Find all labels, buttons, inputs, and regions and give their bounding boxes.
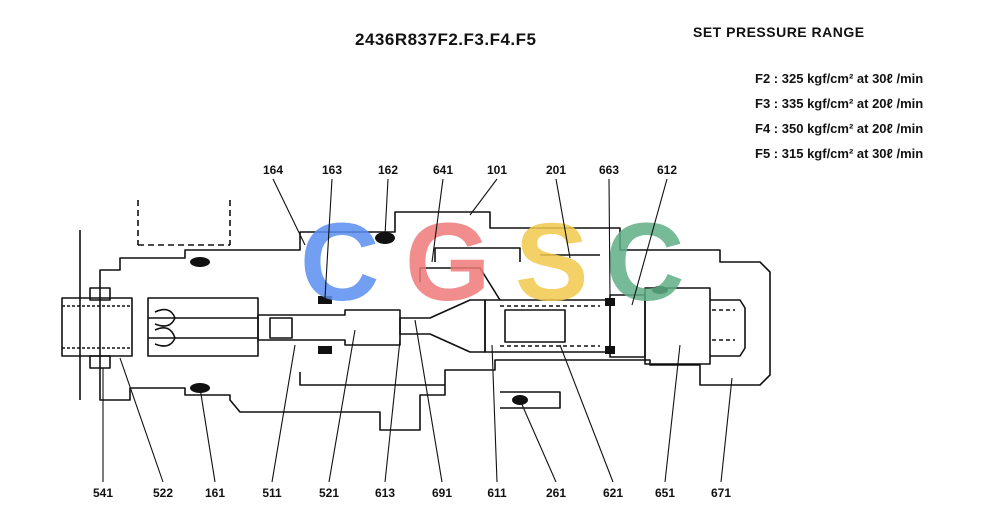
spring-coil: [154, 308, 176, 327]
spec-value: 325 kgf/cm² at 30ℓ /min: [781, 71, 924, 86]
plug-tab: [89, 355, 111, 369]
leader-line: [555, 178, 571, 259]
part-label-522: 522: [152, 486, 174, 500]
part-label-101: 101: [486, 163, 508, 177]
spec-row: F4 : 350 kgf/cm² at 20ℓ /min: [755, 116, 923, 141]
part-label-691: 691: [431, 486, 453, 500]
o-ring: [605, 346, 615, 354]
lower-passage: [500, 391, 561, 409]
spec-sep: :: [773, 71, 779, 86]
leader-line: [328, 329, 356, 483]
part-label-612: 612: [656, 163, 678, 177]
part-label-521: 521: [318, 486, 340, 500]
spec-sep: :: [773, 96, 779, 111]
leader-line: [720, 377, 733, 483]
watermark-letter: C: [300, 201, 379, 324]
o-ring: [318, 346, 332, 354]
leader-line: [631, 178, 668, 306]
spec-row: F3 : 335 kgf/cm² at 20ℓ /min: [755, 91, 923, 116]
spec-sep: :: [773, 146, 779, 161]
spec-value: 350 kgf/cm² at 20ℓ /min: [781, 121, 924, 136]
upper-passage: [419, 267, 501, 301]
upper-passage: [434, 247, 521, 262]
spec-code: F2: [755, 71, 771, 86]
leader-line: [431, 178, 444, 263]
part-label-641: 641: [432, 163, 454, 177]
spec-code: F5: [755, 146, 771, 161]
watermark-letter: S: [515, 201, 588, 324]
part-label-163: 163: [321, 163, 343, 177]
part-label-164: 164: [262, 163, 284, 177]
part-label-611: 611: [487, 486, 507, 500]
watermark-letter: G: [405, 201, 491, 324]
part-label-663: 663: [598, 163, 620, 177]
o-ring: [605, 298, 615, 306]
part-label-613: 613: [374, 486, 396, 500]
part-label-161: 161: [204, 486, 226, 500]
leader-line: [384, 178, 389, 236]
leader-line: [414, 319, 443, 483]
spec-row: F5 : 315 kgf/cm² at 30ℓ /min: [755, 141, 923, 166]
watermark-letter: C: [605, 201, 684, 324]
leader-line: [491, 344, 498, 483]
plug-tab: [89, 287, 111, 301]
leader-line: [119, 357, 164, 483]
spec-value: 315 kgf/cm² at 30ℓ /min: [781, 146, 924, 161]
spec-sep: :: [773, 121, 779, 136]
leader-line: [271, 344, 296, 483]
valve-body-outline: [99, 211, 771, 431]
cap-nut: [710, 299, 746, 357]
part-label-621: 621: [602, 486, 624, 500]
piston-block: [147, 297, 259, 357]
leader-line: [608, 178, 611, 299]
o-ring: [652, 286, 668, 294]
leader-line: [664, 344, 681, 483]
leader-line: [272, 178, 306, 246]
spec-code: F4: [755, 121, 771, 136]
part-label-651: 651: [654, 486, 676, 500]
part-label-201: 201: [545, 163, 567, 177]
leader-line: [469, 178, 498, 216]
spring-guide: [504, 309, 566, 343]
o-ring: [190, 257, 210, 267]
spec-row: F2 : 325 kgf/cm² at 30ℓ /min: [755, 66, 923, 91]
leader-line: [559, 344, 614, 483]
part-label-162: 162: [377, 163, 399, 177]
leader-line: [199, 387, 216, 483]
leader-line: [519, 399, 557, 483]
leader-lines: [102, 178, 733, 483]
part-label-671: 671: [710, 486, 732, 500]
part-label-511: 511: [262, 486, 282, 500]
leader-line: [384, 339, 401, 483]
part-label-261: 261: [545, 486, 567, 500]
spec-list: F2 : 325 kgf/cm² at 30ℓ /min F3 : 335 kg…: [755, 66, 923, 166]
watermark-logo: C G S C: [300, 201, 684, 324]
spec-code: F3: [755, 96, 771, 111]
stem-collar: [269, 317, 293, 339]
cap-thread: [712, 309, 735, 341]
leader-line: [324, 178, 333, 299]
o-ring: [375, 232, 395, 244]
drawing-title: 2436R837F2.F3.F4.F5: [355, 30, 537, 49]
spec-value: 335 kgf/cm² at 20ℓ /min: [781, 96, 924, 111]
part-label-541: 541: [92, 486, 114, 500]
o-ring: [318, 296, 332, 304]
spring-coil: [154, 327, 176, 347]
lower-passage: [299, 372, 445, 386]
spec-heading: SET PRESSURE RANGE: [693, 24, 865, 40]
